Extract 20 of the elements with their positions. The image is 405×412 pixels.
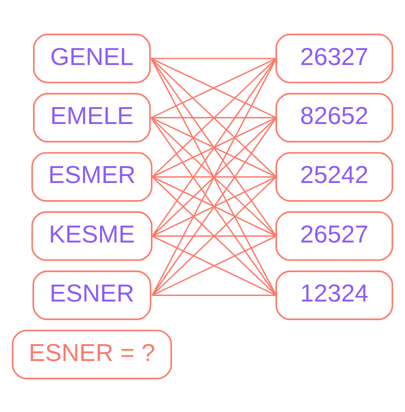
node-box: 26527 — [275, 210, 394, 260]
connector — [152, 176, 276, 178]
node-box: 25242 — [275, 152, 394, 202]
connector — [150, 57, 277, 118]
connector — [152, 235, 277, 296]
node-box: 82652 — [275, 92, 394, 142]
node-box: 12324 — [275, 270, 394, 320]
connector — [152, 234, 276, 236]
node-box: EMELE — [33, 92, 151, 142]
connector — [151, 116, 276, 118]
node-box: GENEL — [33, 33, 151, 83]
connector — [152, 176, 277, 296]
node-box: KESME — [31, 210, 152, 260]
connector — [152, 294, 276, 296]
node-box: ESNER — [32, 270, 152, 320]
connector — [152, 176, 277, 236]
node-box: ESNER = ? — [12, 329, 172, 379]
connector — [151, 57, 276, 59]
node-box: ESMER — [31, 152, 152, 202]
node-box: 26327 — [275, 33, 394, 83]
